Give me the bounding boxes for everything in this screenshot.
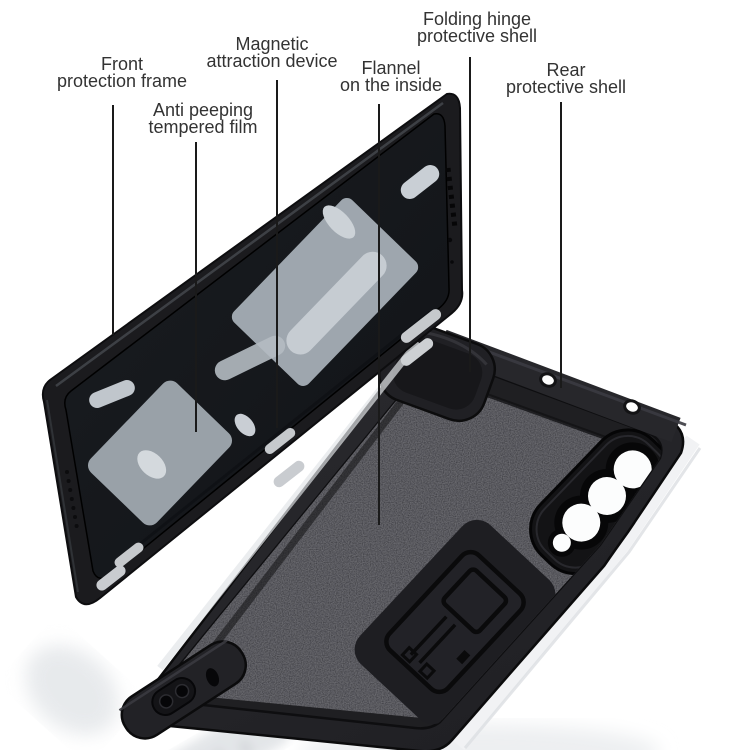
magnetic-attraction-strips — [96, 309, 442, 591]
leader-magnetic-attraction-device — [276, 80, 278, 428]
label-line: protection frame — [56, 71, 188, 91]
label-line: Front — [100, 54, 143, 74]
bottom-port-bar — [118, 639, 247, 740]
hinge-rib-texture — [445, 167, 458, 264]
label-line: Rear — [546, 60, 586, 80]
kickstand — [354, 519, 556, 725]
camera-hole — [588, 477, 626, 515]
port-hole — [158, 694, 174, 709]
label-flannel-on-the-inside: Flannel on the inside — [339, 58, 443, 95]
label-line: attraction device — [206, 51, 338, 71]
label-line: tempered film — [148, 117, 258, 137]
label-magnetic-attraction-device: Magnetic attraction device — [206, 34, 338, 71]
leader-flannel-on-the-inside — [378, 104, 380, 525]
gap-shadow — [157, 339, 421, 671]
camera-cutout-tray — [529, 428, 662, 576]
label-line: on the inside — [339, 75, 443, 95]
leader-rear-protective-shell — [560, 102, 562, 388]
label-folding-hinge-protective-shell: Folding hinge protective shell — [416, 9, 538, 46]
front-protection-frame-part — [41, 92, 464, 606]
leader-folding-hinge-protective-shell — [469, 57, 471, 372]
port-hole — [174, 683, 190, 699]
label-rear-protective-shell: Rear protective shell — [505, 60, 627, 97]
leader-front-protection-frame — [112, 105, 114, 335]
speaker-hole-dots — [65, 470, 79, 528]
label-line: Magnetic — [235, 34, 309, 54]
rear-shell-white-edge — [451, 435, 700, 750]
camera-hole — [613, 450, 652, 489]
label-line: Flannel — [361, 58, 421, 78]
leader-anti-peeping-tempered-film — [195, 142, 197, 432]
port-hole — [205, 668, 220, 687]
screw-hole — [623, 399, 641, 415]
screw-hole — [539, 372, 557, 388]
label-line: Folding hinge — [422, 9, 532, 29]
flash-hole — [552, 533, 571, 552]
label-front-protection-frame: Front protection frame — [56, 54, 188, 91]
label-line: Anti peeping — [152, 100, 254, 120]
camera-hole — [562, 503, 601, 542]
label-anti-peeping-tempered-film: Anti peeping tempered film — [148, 100, 258, 137]
label-line: protective shell — [416, 26, 538, 46]
label-line: protective shell — [505, 77, 627, 97]
